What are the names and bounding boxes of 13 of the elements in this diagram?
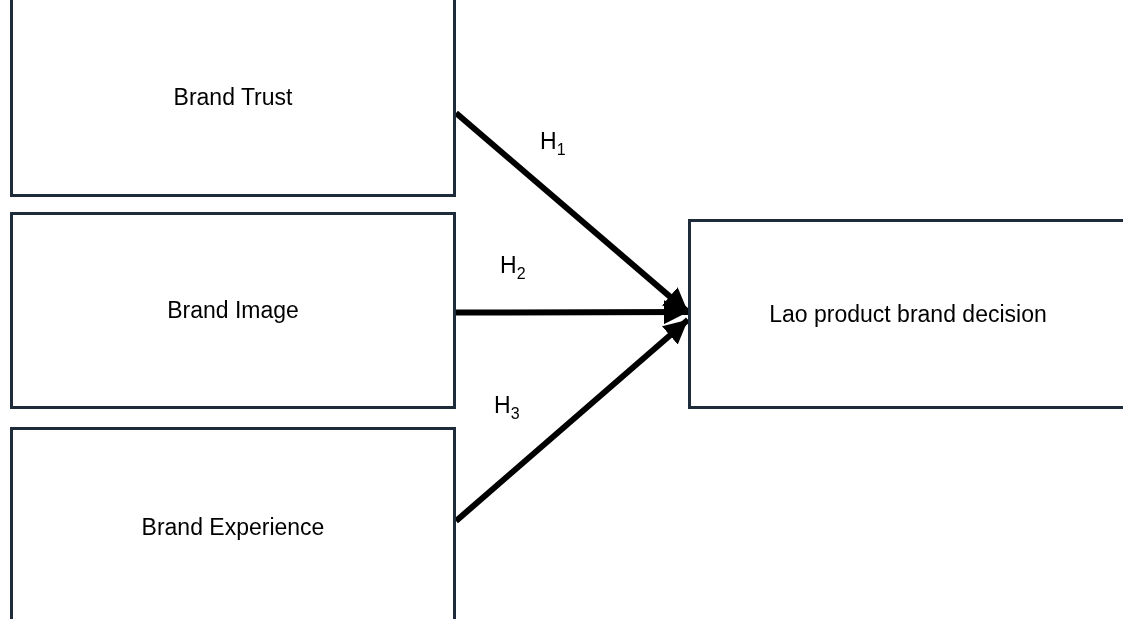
concept-box xyxy=(10,0,456,197)
box-label: Brand Trust xyxy=(173,83,293,111)
box-label: Brand Image xyxy=(167,297,299,324)
box-label: Brand Experience xyxy=(141,513,325,541)
concept-box xyxy=(688,219,1123,409)
concept-box xyxy=(10,212,456,409)
edge-label: H$_{2}$ xyxy=(500,252,526,283)
arrow xyxy=(454,317,690,524)
box-label: Lao product brand decision xyxy=(769,300,1047,328)
edge-label: H$_{3}$ xyxy=(494,392,520,423)
concept-box xyxy=(10,427,456,619)
edge-label: H$_{1}$ xyxy=(540,128,566,159)
arrow xyxy=(456,300,688,325)
